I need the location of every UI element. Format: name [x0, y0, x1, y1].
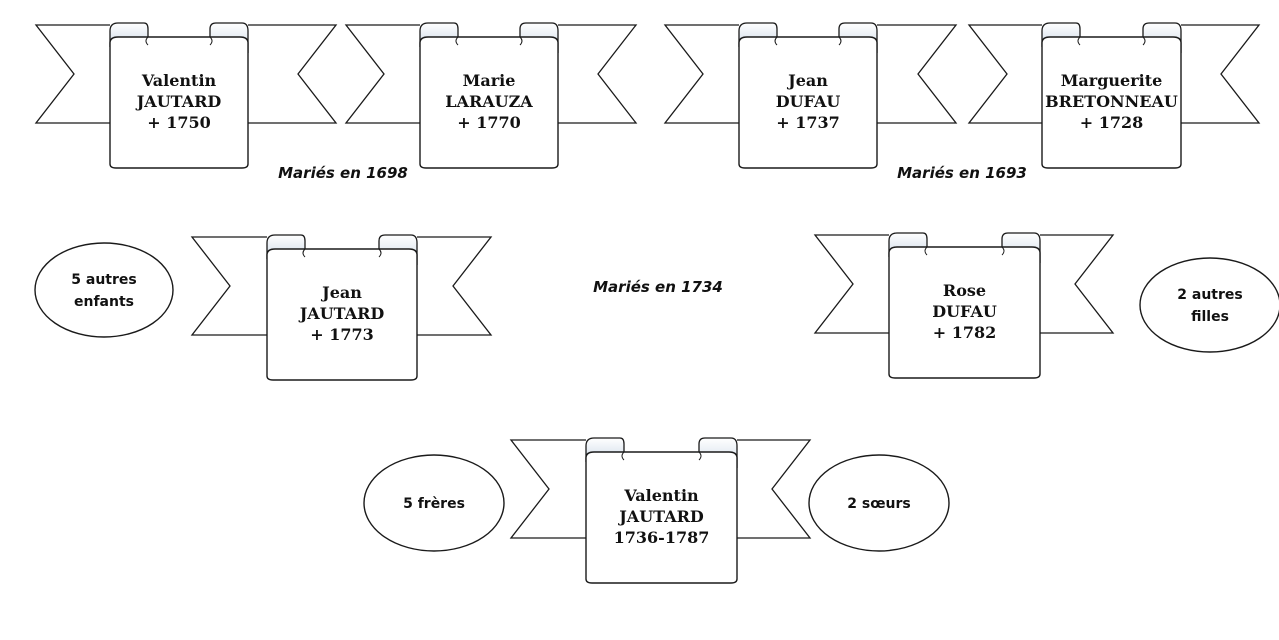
- ribbon-right-tail: [737, 439, 812, 539]
- person-first-name: Valentin: [623, 486, 699, 505]
- ribbon-left-tail: [509, 439, 586, 539]
- scroll-card: [1041, 36, 1182, 169]
- ribbon-right-tail: [417, 236, 493, 336]
- scroll-curl: [924, 246, 928, 256]
- ribbon-left-tail: [967, 24, 1042, 124]
- person-surname: DUFAU: [932, 302, 997, 321]
- ribbon-right-tail: [558, 24, 638, 124]
- ribbon-right-tail: [877, 24, 958, 124]
- scroll-curl: [145, 36, 149, 46]
- scroll-card: [585, 451, 738, 584]
- person-first-name: Valentin: [141, 71, 217, 90]
- scroll-card: [738, 36, 878, 169]
- scroll-curl: [698, 451, 702, 461]
- scroll-curl: [455, 36, 459, 46]
- sibling-bubble-autres-enfants: 5 autres enfants: [34, 242, 174, 338]
- person-surname: JAUTARD: [298, 304, 385, 323]
- marriage-caption-mariage-1734: Mariés en 1734: [593, 278, 723, 296]
- bubble-text: 2 sœurs: [847, 496, 910, 512]
- scroll-curl: [774, 36, 778, 46]
- ribbon-left-tail: [663, 24, 739, 124]
- scroll-curl: [1001, 246, 1005, 256]
- marriage-caption-mariage-1693: Mariés en 1693: [897, 164, 1027, 182]
- person-first-name: Jean: [786, 71, 828, 90]
- bubble-text: filles: [1191, 309, 1229, 325]
- sibling-bubble-freres: 5 frères: [363, 454, 505, 552]
- sibling-bubble-autres-filles: 2 autres filles: [1139, 257, 1279, 353]
- scroll-curl: [838, 36, 842, 46]
- scroll-card: [109, 36, 249, 169]
- scroll-curl: [302, 248, 306, 258]
- person-dates: + 1750: [147, 113, 211, 132]
- bubble-ellipse: [34, 242, 174, 338]
- bubble-text: 5 autres: [71, 272, 136, 288]
- person-surname: BRETONNEAU: [1045, 92, 1178, 111]
- person-first-name: Rose: [943, 281, 986, 300]
- ribbon-left-tail: [34, 24, 110, 124]
- ribbon-left-tail: [813, 234, 889, 334]
- person-surname: DUFAU: [776, 92, 841, 111]
- scroll-curl: [209, 36, 213, 46]
- scroll-curl: [1077, 36, 1081, 46]
- person-first-name: Marie: [463, 71, 516, 90]
- scroll-card: [419, 36, 559, 169]
- scroll-card: [888, 246, 1041, 379]
- sibling-bubble-soeurs: 2 sœurs: [808, 454, 950, 552]
- person-dates: + 1737: [776, 113, 840, 132]
- person-dates: + 1770: [457, 113, 521, 132]
- scroll-curl: [621, 451, 625, 461]
- ribbon-left-tail: [344, 24, 420, 124]
- bubble-text: 5 frères: [403, 496, 465, 512]
- bubble-ellipse: [363, 454, 505, 552]
- person-surname: JAUTARD: [135, 92, 222, 111]
- scroll-curl: [378, 248, 382, 258]
- person-dates: + 1782: [933, 323, 997, 342]
- person-dates: + 1728: [1080, 113, 1144, 132]
- ribbon-right-tail: [248, 24, 338, 124]
- bubble-ellipse: [1139, 257, 1279, 353]
- marriage-caption-mariage-1698: Mariés en 1698: [278, 164, 408, 182]
- bubble-text: enfants: [74, 294, 134, 310]
- person-first-name: Marguerite: [1061, 71, 1163, 90]
- person-surname: JAUTARD: [617, 507, 704, 526]
- scroll-curl: [519, 36, 523, 46]
- ribbon-left-tail: [190, 236, 267, 336]
- bubble-text: 2 autres: [1177, 287, 1242, 303]
- person-surname: LARAUZA: [445, 92, 533, 111]
- scroll-card: [266, 248, 418, 381]
- bubble-ellipse: [808, 454, 950, 552]
- person-dates: + 1773: [310, 325, 374, 344]
- person-dates: 1736-1787: [614, 528, 710, 547]
- ribbon-right-tail: [1040, 234, 1115, 334]
- ribbon-right-tail: [1181, 24, 1261, 124]
- person-first-name: Jean: [320, 283, 362, 302]
- scroll-curl: [1142, 36, 1146, 46]
